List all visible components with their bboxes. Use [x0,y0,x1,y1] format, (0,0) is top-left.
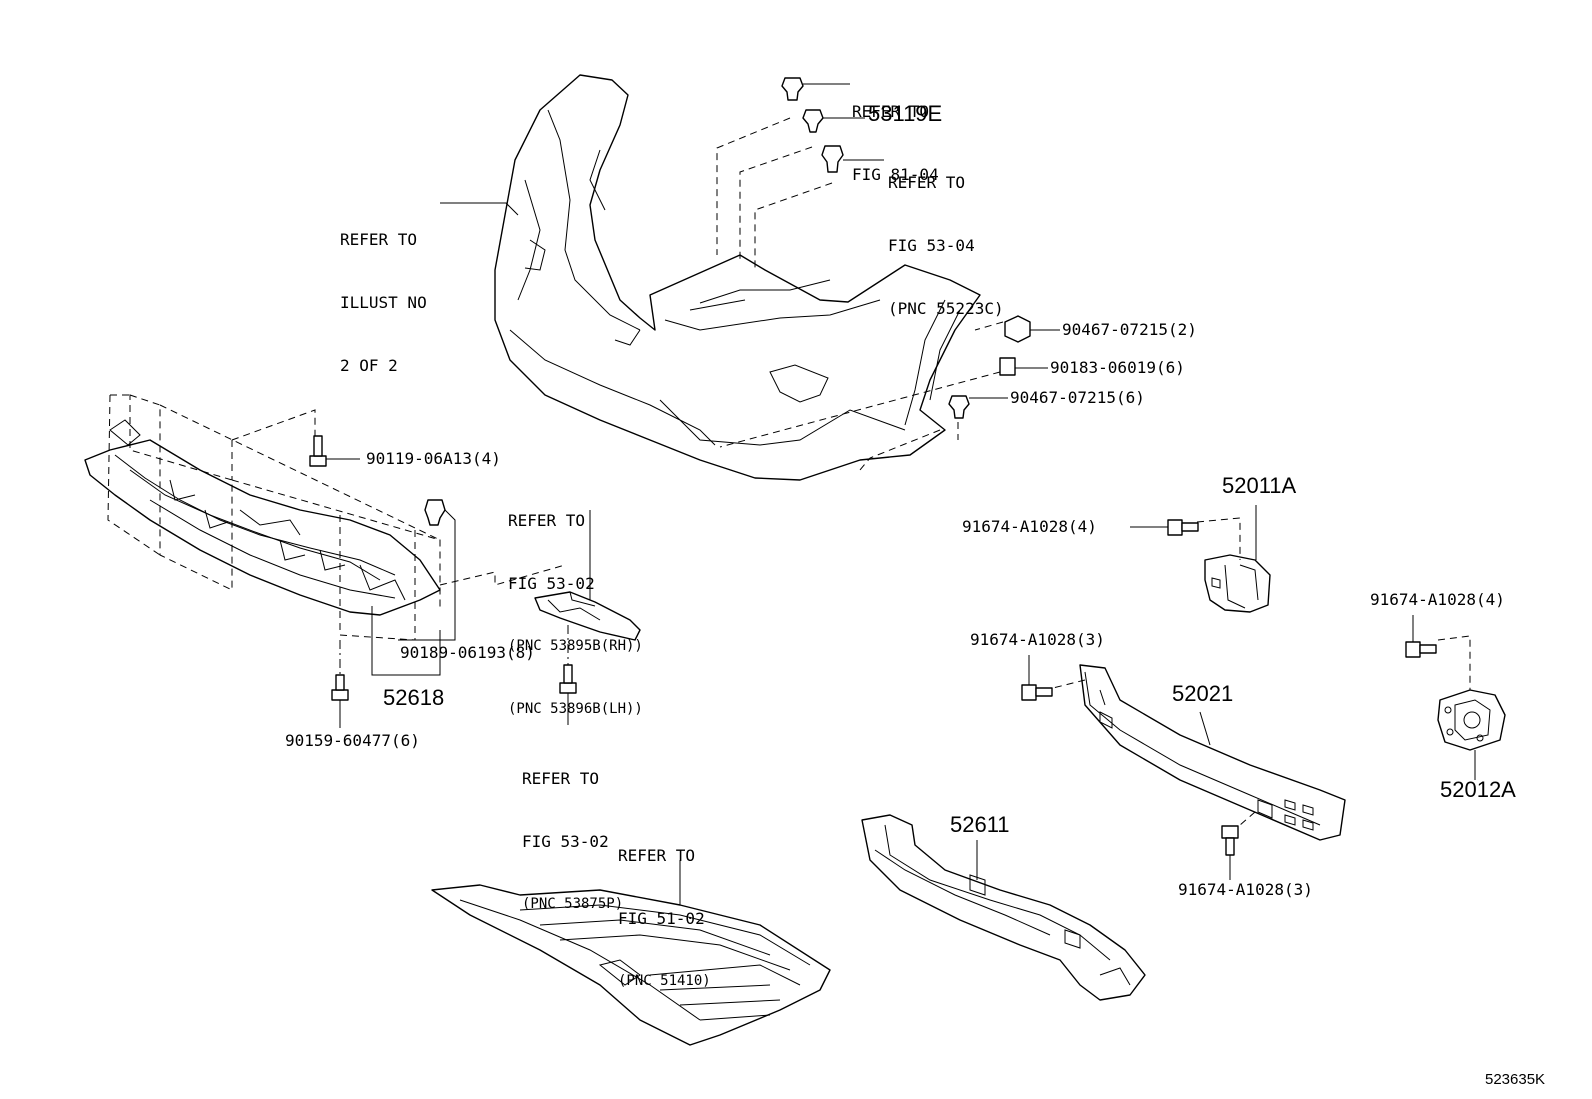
part-52011a[interactable]: 52011A [1222,473,1297,498]
part-52012a[interactable]: 52012A [1440,777,1516,802]
bolt-icon [559,664,577,725]
clip-icon [821,145,884,173]
refer-line: REFER TO [618,846,696,865]
bolt-icon [1221,825,1239,880]
refer-line: FIG 53-02 [508,574,595,593]
refer-fig-53-04: REFER TO FIG 53-04 (PNC 55223C) [888,130,1004,340]
part-90189-06193[interactable]: 90189-06193(8) [400,643,535,662]
bracket-52012a [1437,689,1506,751]
clip-icon [781,77,850,101]
refer-fig-53-02-top: REFER TO FIG 53-02 (PNC 53895B(RH)) (PNC… [508,468,643,741]
nut-icon [999,357,1048,376]
bolt-icon [309,435,360,467]
refer-line: (PNC 51410) [618,973,711,989]
bumper-support-52618 [84,419,441,616]
bumper-cover [494,74,981,481]
part-91674-a1028-4-left[interactable]: 91674-A1028(4) [962,517,1097,536]
refer-line: (PNC 53895B(RH)) [508,638,643,654]
refer-fig-51-02: REFER TO FIG 51-02 (PNC 51410) [618,803,711,1013]
part-91674-a1028-4-right[interactable]: 91674-A1028(4) [1370,590,1505,609]
absorber-52611 [861,814,1146,1001]
figure-id: 523635K [1485,1071,1546,1088]
refer-line: REFER TO [888,173,966,192]
refer-fig-53-02-bottom: REFER TO FIG 53-02 (PNC 53875P) [522,726,623,936]
engine-under-cover [431,884,831,1046]
clip-icon [1004,315,1060,343]
part-90183-06019[interactable]: 90183-06019(6) [1050,358,1185,377]
bolt-icon [331,674,349,728]
refer-illust-no: REFER TO ILLUST NO 2 OF 2 [340,187,427,397]
clip-icon [802,109,865,133]
refer-line: (PNC 55223C) [888,299,1004,318]
part-91674-a1028-3-bottom[interactable]: 91674-A1028(3) [1178,880,1313,899]
refer-line: FIG 53-04 [888,236,975,255]
refer-fig-81-04: REFER TO FIG 81-04 [852,59,939,206]
part-52021[interactable]: 52021 [1172,681,1234,706]
refer-line: (PNC 53875P) [522,896,624,912]
part-91674-a1028-3-top[interactable]: 91674-A1028(3) [970,630,1105,649]
bracket-52011a [1204,554,1271,613]
part-90467-07215-6[interactable]: 90467-07215(6) [1010,388,1145,407]
refer-line: 2 OF 2 [340,356,398,375]
refer-line: FIG 81-04 [852,165,939,184]
part-90159-60477[interactable]: 90159-60477(6) [285,731,420,750]
part-53119e[interactable]: 53119E [868,101,943,126]
bolt-icon [1021,655,1053,701]
refer-line: REFER TO [340,230,418,249]
refer-line: REFER TO [522,769,600,788]
part-52611[interactable]: 52611 [950,812,1010,837]
refer-line: FIG 53-02 [522,832,609,851]
bracket-53895b [534,591,641,641]
bolt-icon [1405,615,1437,658]
refer-line: REFER TO [852,102,930,121]
part-90119-06a13[interactable]: 90119-06A13(4) [366,449,501,468]
refer-line: REFER TO [508,511,586,530]
part-52618[interactable]: 52618 [383,685,445,710]
part-90467-07215-2[interactable]: 90467-07215(2) [1062,320,1197,339]
refer-line: (PNC 53896B(LH)) [508,701,643,717]
clip-icon [948,395,1008,419]
refer-line: ILLUST NO [340,293,427,312]
clip-icon [398,499,456,641]
refer-line: FIG 51-02 [618,909,705,928]
bolt-icon [1130,519,1199,536]
reinforcement-52021 [1079,664,1346,841]
